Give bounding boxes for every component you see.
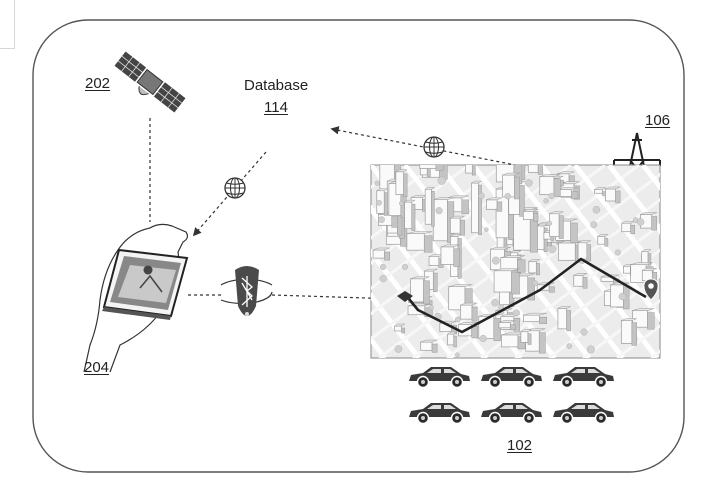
device-label: 204 [84, 359, 110, 376]
satellite-icon [114, 51, 186, 113]
city-map-icon [370, 164, 661, 359]
globe-icon [423, 136, 445, 158]
car-icon [480, 402, 543, 425]
car-icon [552, 366, 615, 389]
corner-mark [0, 0, 15, 49]
satellite-label: 202 [85, 75, 111, 92]
system-boundary [32, 19, 685, 473]
bluetooth-icon [220, 266, 273, 316]
car-icon [408, 366, 471, 389]
globe-icon [224, 177, 246, 199]
location-pin-icon [643, 278, 659, 301]
vehicles-label: 102 [507, 437, 533, 454]
car-icon [408, 402, 471, 425]
vehicle-fleet [408, 366, 615, 425]
car-icon [480, 366, 543, 389]
tower-label: 106 [645, 112, 671, 129]
database-title: Database [244, 77, 309, 94]
database-ref-label: 114 [264, 99, 288, 116]
hand-holding-phone-icon [83, 223, 189, 373]
car-icon [552, 402, 615, 425]
